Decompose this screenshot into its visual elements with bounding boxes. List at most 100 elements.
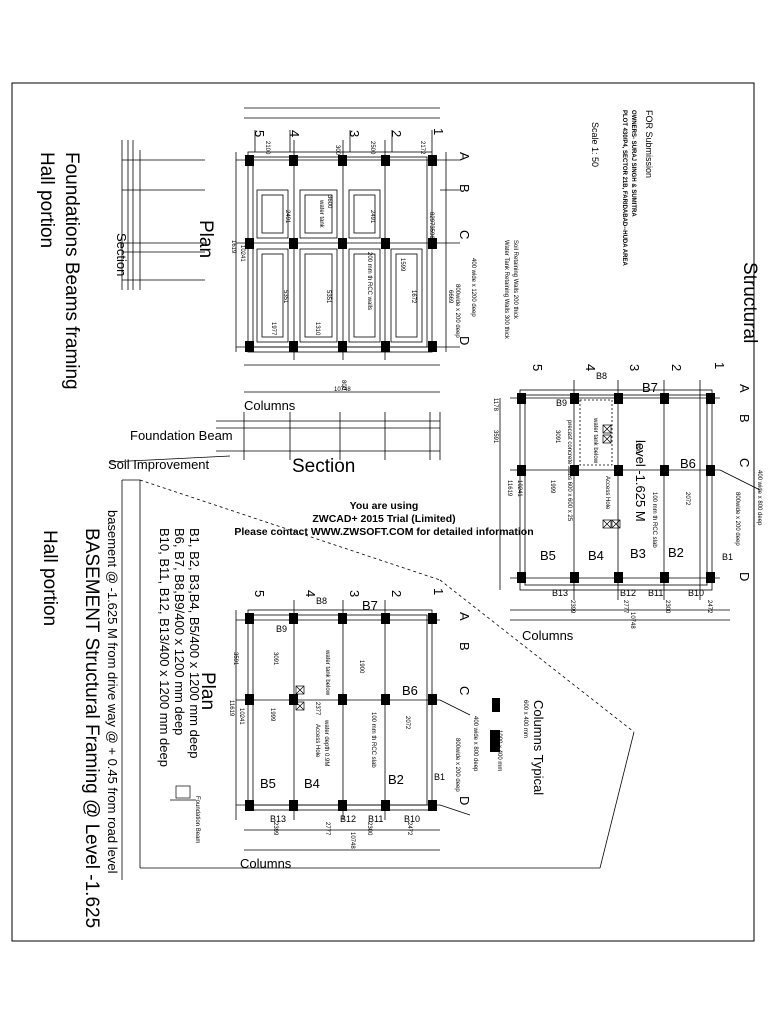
watermark-line2: ZWCAD+ 2015 Trial (Limited) [312,513,456,525]
found-axis-A: A [457,152,472,161]
dim-1: 2500 [369,141,375,155]
section-left [121,140,205,290]
foundations-subtitle: Hall portion [36,152,57,249]
struct-axis-5: 5 [530,364,545,372]
struct-axis-A: A [737,384,752,393]
base-beam-B4: B4 [304,776,320,791]
base-dim-7: 11619 [228,700,234,717]
basement-columns [245,613,437,811]
basement-spec2: B1, B2, B3,B4, B5/400 x 1200 mm deep [187,528,202,759]
struct-note-800x200: 800wide x 200 deep [734,492,740,546]
base-axis-D: D [457,796,472,806]
found-axis-2: 2 [389,130,404,138]
base-dim-5: 10748 [349,832,355,849]
struct-beam-B13: B13 [552,588,569,598]
base-beam-B13: B13 [270,814,287,824]
foundation-plan [235,107,460,393]
struct-beam-B7: B7 [642,380,658,395]
legend-title: Columns Typical [531,700,546,796]
struct-note-400x800: 400 wide x 800 deep [756,470,762,526]
struct-dim-8: 1999 [549,480,555,494]
struct-beam-B4: B4 [588,548,604,563]
struct-beam-B12: B12 [620,588,637,598]
struct-beam-B8: B8 [596,371,608,381]
basement-title: BASEMENT Structural Framing @ Level -1.6… [81,528,102,929]
section-left-label: Section [114,233,129,277]
struct-axis-C: C [737,458,752,468]
basement-plan [235,600,471,851]
base-beam-B8: B8 [316,596,328,606]
structural-title: Structural [739,262,760,344]
dim-14: 1672 [410,290,416,304]
struct-beam-B5: B5 [540,548,556,563]
base-note-400x800: 400 wide x 800 deep [472,716,478,772]
dim-3: 2100 [264,141,270,155]
base-beam-B10: B10 [404,814,421,824]
base-axis-B: B [457,642,472,651]
base-beam-B7: B7 [362,598,378,613]
base-dim-2: 2300 [366,822,372,836]
base-dim-0: 2072 [404,716,410,730]
base-axis-5: 5 [252,590,267,598]
found-axis-1: 1 [431,128,446,136]
dim-15: 1599 [399,258,405,272]
base-dim-6: 10241 [238,708,244,725]
struct-dim-11: 1900 [634,440,640,454]
dim-11: 5351 [325,290,331,304]
dim-16: 1977 [270,322,276,336]
struct-axis-2: 2 [669,364,684,372]
struct-dim-9: 3591 [492,430,498,444]
legend-item1: 600 x 400 mm [522,700,528,739]
basement-spec1: basement @ -1.625 M from drive way @ + 0… [105,510,120,874]
sheet-border [11,82,755,942]
struct-beam-B9: B9 [556,398,568,408]
struct-beam-B3: B3 [630,546,646,561]
base-note-800x200: 800wide x 200 deep [454,738,460,792]
struct-beam-B10: B10 [688,588,705,598]
dim-10: 5351 [282,290,288,304]
found-axis-5: 5 [252,130,267,138]
watermark-line1: You are using [349,500,419,512]
structural-columns [517,393,715,583]
note-rcc-walls: 200 mm th RCC walls [366,252,372,311]
base-beam-B12: B12 [340,814,357,824]
base-note-water-tank: water tank below [324,650,330,696]
base-dim-9: 3591 [232,652,238,666]
found-axis-4: 4 [287,130,302,138]
base-beam-B9: B9 [276,624,288,634]
struct-dim-12: 1178 [492,398,498,411]
base-note-depth: water depth 0.9M [323,720,329,767]
structural-access-marks [602,424,621,529]
base-dim-11: 1900 [358,660,364,674]
section-bottom-label: Section [292,456,356,477]
struct-note-access: Access Hole [604,476,610,510]
base-dim-10: 3091 [272,652,278,666]
found-dim-10748: 10748 [334,387,351,393]
dim-2: 300 [334,145,340,156]
note-retaining-walls: Soil Retaining Walls 200 thick [512,240,518,319]
base-axis-A: A [457,612,472,621]
struct-beam-B1: B1 [722,552,734,562]
dim-0: 2172 [419,141,425,155]
base-beam-B1: B1 [434,772,446,782]
foundation-columns [245,155,437,352]
struct-dim-6: 10241 [516,480,522,497]
struct-axis-3: 3 [627,364,642,372]
struct-beam-B11: B11 [648,588,664,598]
base-dim-12: 2377 [314,702,320,716]
watermark-line3: Please contact WWW.ZWSOFT.COM for detail… [234,526,534,538]
basement-spec3: B6, B7, B8,B9/400 x 1200 mm deep [172,528,187,736]
struct-note-slab: 100 mm th RCC slab [651,492,657,548]
base-note-foundation-beam: Foundation Beam [194,796,200,844]
basement-boundary [121,479,635,880]
found-axis-D: D [457,336,472,346]
note-dim-6669: 6669 [447,290,453,304]
found-axis-C: C [457,230,472,240]
dim-9: 10241 [239,245,245,262]
note-tank-walls: Water Tank Retaining Walls 300 thick [503,240,509,339]
submission-scale: Scale 1: 50 [590,122,600,168]
base-dim-1: 2472 [406,822,412,836]
foundation-beam-label: Foundation Beam [130,428,233,443]
submission-owners: OWNERS- SURAJ SINGH & SUMITRA [630,110,636,217]
